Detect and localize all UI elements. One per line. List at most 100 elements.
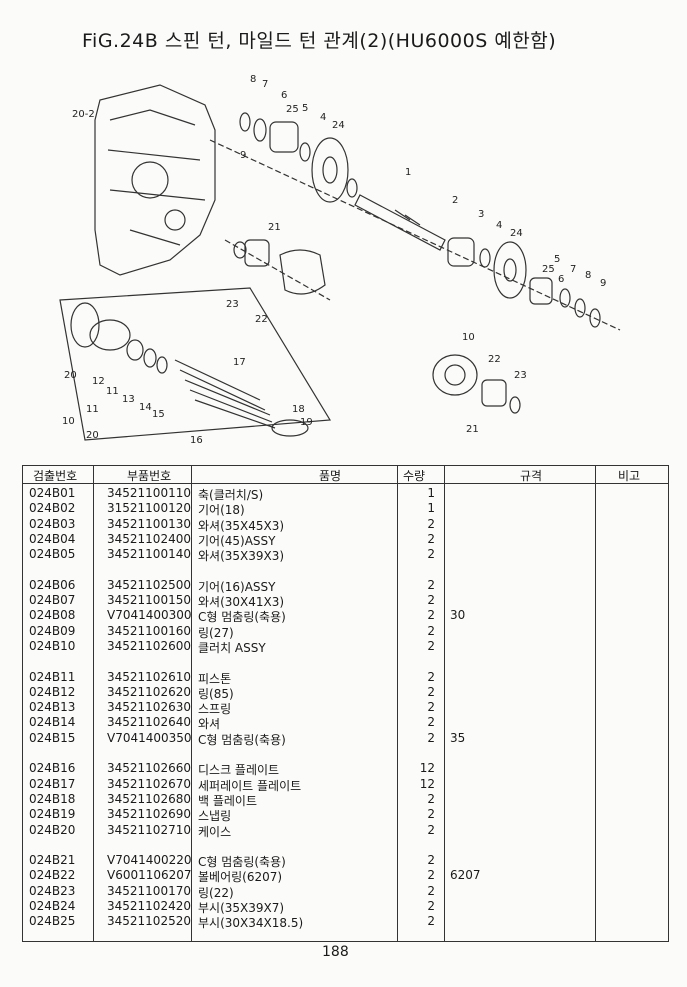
part-code: 024B09 [29, 623, 76, 638]
part-number: 34521100150 [107, 593, 191, 608]
label-22b: 22 [488, 354, 501, 365]
bearing-lower [447, 237, 475, 267]
label-6: 6 [281, 90, 287, 101]
part-code: 024B04 [29, 531, 76, 546]
part-qty: 2 [427, 669, 435, 684]
part-qty: 2 [427, 899, 435, 914]
part-code: 024B05 [29, 547, 76, 562]
part-number: 34521102670 [107, 776, 191, 791]
label-7b: 7 [570, 264, 576, 275]
part-number: 34521102630 [107, 700, 191, 715]
part-spec: 35 [450, 730, 466, 745]
label-11: 11 [106, 386, 119, 397]
part-code: 024B23 [29, 883, 76, 898]
part-code: 024B18 [29, 791, 76, 806]
label-25: 25 [286, 104, 299, 115]
part-qty: 2 [427, 791, 435, 806]
part-qty: 2 [427, 853, 435, 868]
part-number: 34521100160 [107, 623, 191, 638]
label-5b: 5 [554, 254, 560, 265]
part-name: 와셔(35X39X3) [198, 549, 285, 564]
label-10b: 10 [62, 416, 75, 427]
part-qty: 2 [427, 684, 435, 699]
label-10: 10 [462, 332, 475, 343]
part-code: 024B12 [29, 684, 76, 699]
part-code: 024B11 [29, 669, 76, 684]
part-code: 024B01 [29, 486, 76, 500]
part-code: 024B22 [29, 868, 76, 883]
header-code: 검출번호 [33, 469, 78, 483]
part-number: V7041400300 [107, 608, 192, 623]
part-name: C형 멈춤링(축용) [198, 855, 286, 870]
label-11b: 11 [86, 404, 99, 415]
part-code: 024B20 [29, 822, 76, 837]
part-qty: 2 [427, 638, 435, 653]
label-13: 13 [122, 394, 135, 405]
part-number: 34521100140 [107, 547, 191, 562]
part-qty: 2 [427, 868, 435, 883]
part-code: 024B16 [29, 761, 76, 776]
label-16: 16 [190, 435, 203, 446]
label-20: 20 [64, 370, 77, 381]
housing-drawing [94, 84, 216, 276]
label-4b: 4 [496, 220, 502, 231]
label-1: 1 [405, 167, 411, 178]
part-name: 링(22) [198, 885, 234, 900]
part-name: 와셔 [198, 717, 221, 732]
part-spec: 30 [450, 608, 466, 623]
label-3: 3 [478, 209, 484, 220]
part-code: 024B03 [29, 516, 76, 531]
part-name: 와셔(30X41X3) [198, 595, 285, 610]
part-name: 부시(30X34X18.5) [198, 916, 304, 931]
part-qty: 2 [427, 623, 435, 638]
part-number: V7041400350 [107, 730, 192, 745]
part-number: 34521102610 [107, 669, 191, 684]
header-part: 부품번호 [127, 469, 172, 483]
label-9b: 9 [600, 278, 606, 289]
label-9: 9 [240, 150, 246, 161]
part-qty: 2 [427, 608, 435, 623]
part-number: 34521102420 [107, 899, 191, 914]
exploded-parts-diagram: 20-2 8 7 6 25 5 4 24 9 1 2 3 4 24 5 25 6… [59, 74, 621, 446]
part-number: 34521102660 [107, 761, 191, 776]
part-qty: 2 [427, 577, 435, 592]
label-18: 18 [292, 404, 305, 415]
part-name: 스냅링 [198, 809, 232, 824]
clutch-shaft [354, 194, 446, 251]
part-code: 024B17 [29, 776, 76, 791]
label-6b: 6 [558, 274, 564, 285]
part-qty: 2 [427, 883, 435, 898]
figure-title: FiG.24B 스핀 턴, 마일드 턴 관계(2)(HU6000S 예한함) [82, 30, 557, 52]
part-qty: 2 [427, 730, 435, 745]
part-name: 기어(16)ASSY [198, 579, 276, 594]
clutch-detail-frame [59, 287, 332, 441]
part-name: C형 멈춤링(축용) [198, 732, 286, 747]
bearing-upper [269, 121, 299, 153]
part-name: 백 플레이트 [198, 793, 258, 808]
part-name: 피스톤 [198, 671, 232, 686]
label-4: 4 [320, 112, 326, 123]
part-code: 024B13 [29, 700, 76, 715]
part-name: 기어(18) [198, 503, 245, 518]
part-name: 링(85) [198, 686, 234, 701]
part-number: 34521102400 [107, 531, 191, 546]
part-qty: 2 [427, 516, 435, 531]
part-number: 34521102500 [107, 577, 191, 592]
part-number: 34521102640 [107, 715, 191, 730]
part-number: V7041400220 [107, 853, 192, 868]
